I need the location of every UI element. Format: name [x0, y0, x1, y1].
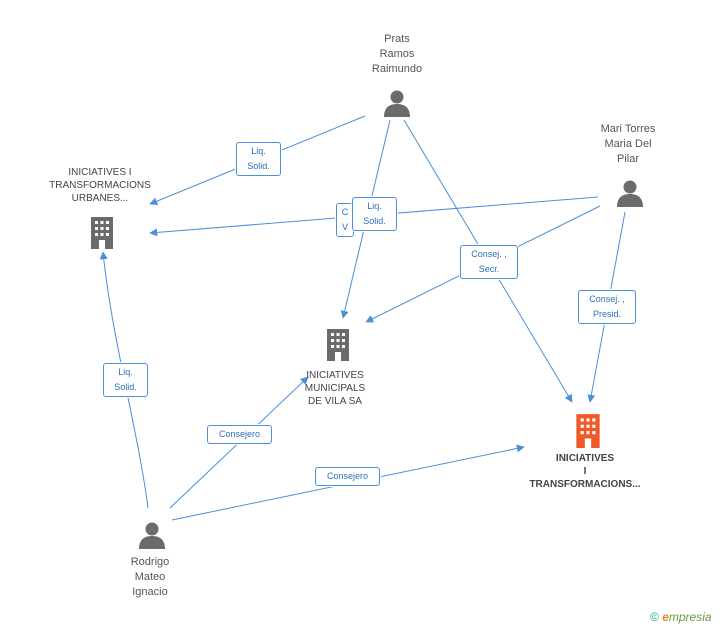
brand-e-logo: e — [662, 610, 669, 624]
edge-label-consej-presid[interactable]: Consej. , Presid. — [578, 290, 636, 324]
building-icon[interactable] — [88, 215, 116, 249]
person-label-rodrigo[interactable]: Rodrigo Mateo Ignacio — [130, 556, 170, 598]
company-label-urbanes[interactable]: INICIATIVES I TRANSFORMACIONS URBANES... — [49, 167, 151, 204]
edge-label-liq-solid[interactable]: Liq. Solid. — [103, 363, 148, 397]
brand-name: mpresia — [668, 610, 712, 624]
building-icon[interactable] — [573, 412, 603, 448]
person-label-mari[interactable]: Mari Torres Maria Del Pilar — [600, 123, 656, 165]
person-icon[interactable] — [615, 178, 645, 208]
person-icon[interactable] — [382, 88, 412, 118]
edge-label-liq-solid[interactable]: Liq. Solid. — [236, 142, 281, 176]
building-icon[interactable] — [324, 327, 352, 361]
edge-label-consejero[interactable]: Consejero — [207, 425, 272, 444]
edge-label-consejero[interactable]: Consejero — [315, 467, 380, 486]
company-label-main[interactable]: INICIATIVES I TRANSFORMACIONS... — [529, 453, 641, 490]
person-icon[interactable] — [137, 520, 167, 550]
company-label-municipals[interactable]: INICIATIVES MUNICIPALS DE VILA SA — [304, 370, 366, 407]
copyright-symbol: © — [650, 610, 659, 624]
person-label-prats[interactable]: Prats Ramos Raimundo — [371, 33, 423, 75]
edge-label-liq-solid[interactable]: Liq. Solid. — [352, 197, 397, 231]
footer-brand: © empresia — [650, 610, 712, 624]
edge-label-consej-secr[interactable]: Consej. , Secr. — [460, 245, 518, 279]
